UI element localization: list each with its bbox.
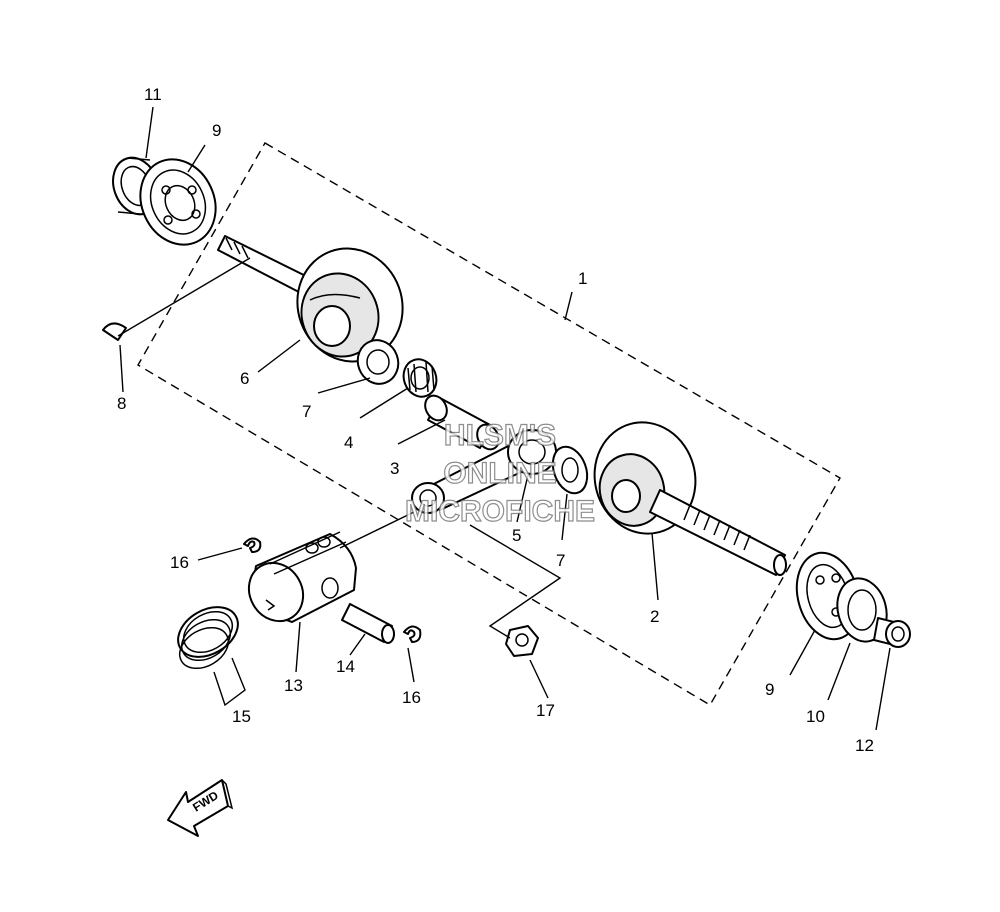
part-3-crank-pin: [424, 394, 500, 451]
part-7-washer-lower: [551, 445, 589, 495]
part-14-piston-pin: [341, 603, 395, 644]
callout-3: 3: [390, 459, 399, 478]
part-12-spacer: [873, 617, 911, 648]
callout-2: 2: [650, 607, 659, 626]
callout-6: 6: [240, 369, 249, 388]
part-13-piston: [247, 531, 357, 623]
part-10-oil-seal: [836, 577, 888, 643]
callout-13: 13: [284, 676, 303, 695]
part-9-bearing-left: [139, 158, 217, 246]
callout-7-upper: 7: [302, 402, 311, 421]
watermark-line-1: HLSM'S: [444, 419, 556, 452]
callout-8: 8: [117, 394, 126, 413]
callout-15: 15: [232, 707, 251, 726]
part-4-needle-bearing: [402, 358, 438, 398]
part-15-piston-rings: [177, 606, 239, 670]
part-2-crank-right: [593, 421, 787, 576]
watermark: HLSM'S ONLINE MICROFICHE: [404, 418, 595, 528]
part-16-circlip-left: [243, 537, 262, 553]
part-6-crank-left: [217, 235, 404, 363]
callout-9-right: 9: [765, 680, 774, 699]
callout-16-left: 16: [170, 553, 189, 572]
part-16-circlip-right: [403, 625, 422, 643]
callout-10: 10: [806, 707, 825, 726]
callout-7-lower: 7: [556, 551, 565, 570]
callout-14: 14: [336, 657, 355, 676]
part-17-nut: [505, 625, 539, 657]
callout-1: 1: [578, 269, 587, 288]
crank-axis-line: [117, 257, 251, 337]
watermark-line-3: MICROFICHE: [405, 495, 595, 528]
fwd-arrow-icon: FWD: [167, 779, 234, 837]
callout-16-right: 16: [402, 688, 421, 707]
nut-axis-line: [469, 524, 562, 639]
callout-numbers: 1 2 3 4 5 6 7 7 8 9 9 10 11 12 13 14 15 …: [117, 85, 874, 755]
callout-12: 12: [855, 736, 874, 755]
callout-5: 5: [512, 526, 521, 545]
watermark-line-2: ONLINE: [443, 457, 556, 490]
leader-lines: [119, 106, 891, 731]
callout-9-left: 9: [212, 121, 221, 140]
callout-4: 4: [344, 433, 353, 452]
callout-11: 11: [144, 85, 162, 104]
part-8-woodruff-key: [102, 322, 127, 341]
part-7-washer-upper: [356, 339, 400, 385]
callout-17: 17: [536, 701, 555, 720]
rod-piston-axis-line: [339, 511, 415, 549]
crankshaft-assembly-boundary: [137, 142, 841, 706]
